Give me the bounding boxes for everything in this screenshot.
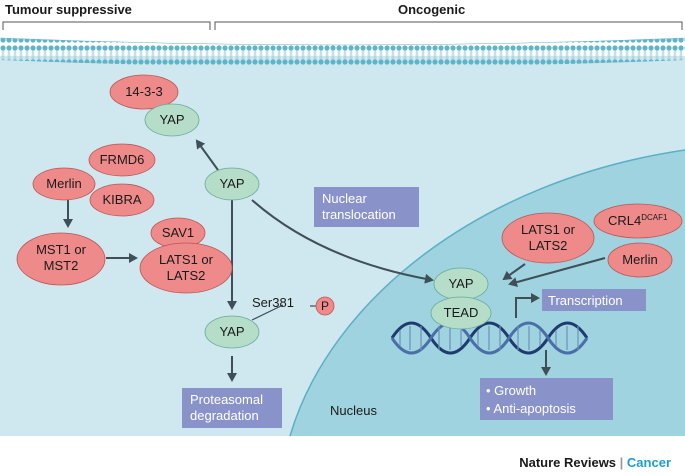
- proteasomal-degradation-box: [182, 388, 282, 428]
- phospho-badge: [315, 296, 335, 316]
- node-mst-label-1: MST1 or: [36, 242, 87, 257]
- node-lats-left-label-1: LATS1 or: [159, 252, 214, 267]
- outcome-anti-apoptosis: • Anti-apoptosis: [486, 401, 576, 416]
- ser381-connector: [251, 304, 284, 321]
- phospho-badge-label: P: [321, 299, 329, 313]
- node-merlin-left-label: Merlin: [46, 176, 81, 191]
- nucleus-label: Nucleus: [330, 403, 377, 418]
- node-merlin-right-label: Merlin: [622, 252, 657, 267]
- node-frmd6: [88, 143, 156, 177]
- node-merlin-right: [607, 242, 673, 278]
- node-crl4: [593, 203, 683, 239]
- node-merlin-left: [32, 167, 96, 201]
- node-kibra: [89, 183, 155, 217]
- node-yap-center-label: YAP: [219, 176, 244, 191]
- tumour-suppressive-heading: Tumour suppressive: [5, 2, 132, 17]
- nuclear-translocation-label-2: translocation: [322, 207, 396, 222]
- proteasomal-degradation-label-2: degradation: [190, 408, 259, 423]
- node-mst-label-2: MST2: [44, 258, 79, 273]
- node-lats-left: [139, 242, 233, 294]
- node-14-3-3: [109, 74, 179, 110]
- node-lats-right-label-1: LATS1 or: [521, 222, 576, 237]
- transcription-label: Transcription: [548, 293, 623, 308]
- node-yap-nucleus-label: YAP: [448, 276, 473, 291]
- outcomes-box: [480, 378, 613, 420]
- node-lats-right: [501, 212, 595, 264]
- header-brackets: [2, 21, 683, 30]
- node-yap-bottom-label: YAP: [219, 324, 244, 339]
- node-frmd6-label: FRMD6: [100, 152, 145, 167]
- transcription-box: [542, 289, 646, 311]
- node-yap-top-label: YAP: [159, 112, 184, 127]
- cell-membrane: [0, 38, 685, 67]
- node-kibra-label: KIBRA: [102, 192, 141, 207]
- nuclear-translocation-box: [314, 187, 419, 227]
- nucleus: [290, 150, 685, 436]
- node-tead-label: TEAD: [444, 305, 479, 320]
- pathway-arrows: [63, 139, 606, 382]
- node-crl4-label: CRL4DCAF1: [608, 213, 668, 228]
- node-14-3-3-label: 14-3-3: [125, 84, 163, 99]
- node-lats-left-label-2: LATS2: [167, 268, 206, 283]
- nuclear-translocation-label-1: Nuclear: [322, 191, 367, 206]
- node-lats-right-label-2: LATS2: [529, 238, 568, 253]
- node-yap-center: [204, 167, 260, 201]
- node-tead: [430, 296, 492, 330]
- dna-helix: [390, 321, 589, 355]
- journal-credit: Nature Reviews | Cancer: [519, 455, 671, 470]
- oncogenic-heading: Oncogenic: [398, 2, 465, 17]
- ser381-label: Ser381: [252, 295, 294, 310]
- proteasomal-degradation-label-1: Proteasomal: [190, 392, 263, 407]
- node-yap-bottom: [204, 315, 260, 349]
- node-sav1-label: SAV1: [162, 225, 194, 240]
- node-yap-top: [144, 103, 200, 137]
- outcome-growth: • Growth: [486, 383, 536, 398]
- node-mst: [16, 232, 106, 286]
